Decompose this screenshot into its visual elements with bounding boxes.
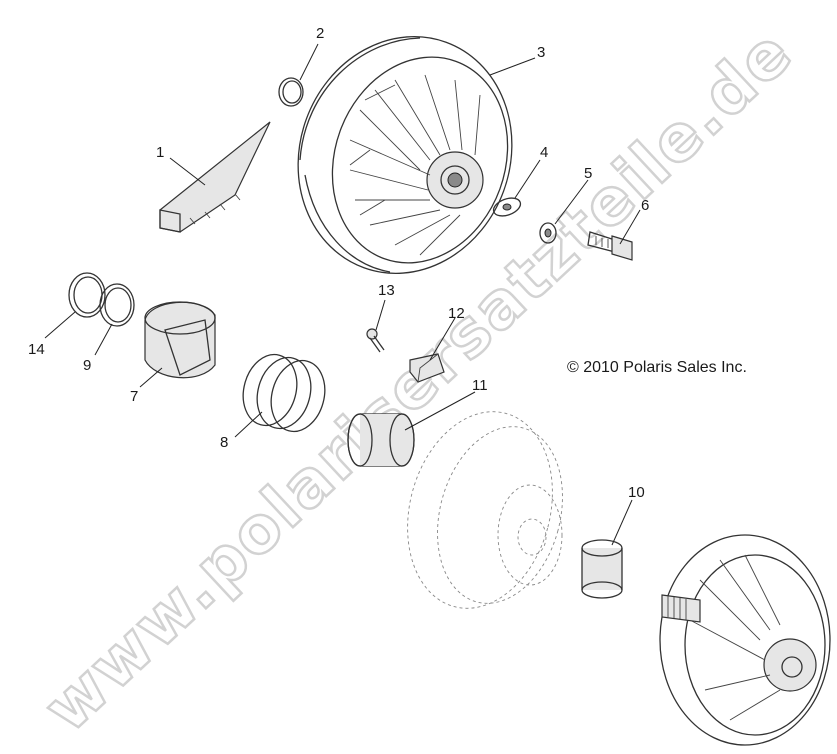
part-2-ring (278, 77, 304, 107)
part-10-bushing (581, 539, 623, 599)
part-5-washer (539, 222, 557, 244)
callout-5: 5 (584, 165, 592, 182)
callout-7: 7 (130, 388, 138, 405)
part-1-wedge (159, 121, 271, 233)
callout-4: 4 (540, 144, 548, 161)
callout-6: 6 (641, 197, 649, 214)
copyright-text: © 2010 Polaris Sales Inc. (567, 359, 747, 376)
callout-14: 14 (28, 341, 45, 358)
callout-9: 9 (83, 357, 91, 374)
callout-1: 1 (156, 144, 164, 161)
part-6-bolt (587, 231, 633, 261)
leader-lines (44, 43, 641, 546)
callout-2: 2 (316, 25, 324, 42)
part-4-washer (492, 197, 522, 217)
callout-13: 13 (378, 282, 395, 299)
part-11-bushing (347, 413, 415, 467)
callout-8: 8 (220, 434, 228, 451)
part-14-snap-ring (68, 272, 106, 318)
callout-3: 3 (537, 44, 545, 61)
outer-sheave-shaft (659, 534, 831, 746)
part-13-pin (366, 328, 385, 353)
part-9-ring (99, 283, 135, 327)
callout-10: 10 (628, 484, 645, 501)
callout-12: 12 (448, 305, 465, 322)
callout-11: 11 (472, 377, 488, 394)
part-8-spring (242, 353, 326, 433)
part-3-sheave (297, 36, 513, 274)
part-7-cam (144, 301, 216, 379)
